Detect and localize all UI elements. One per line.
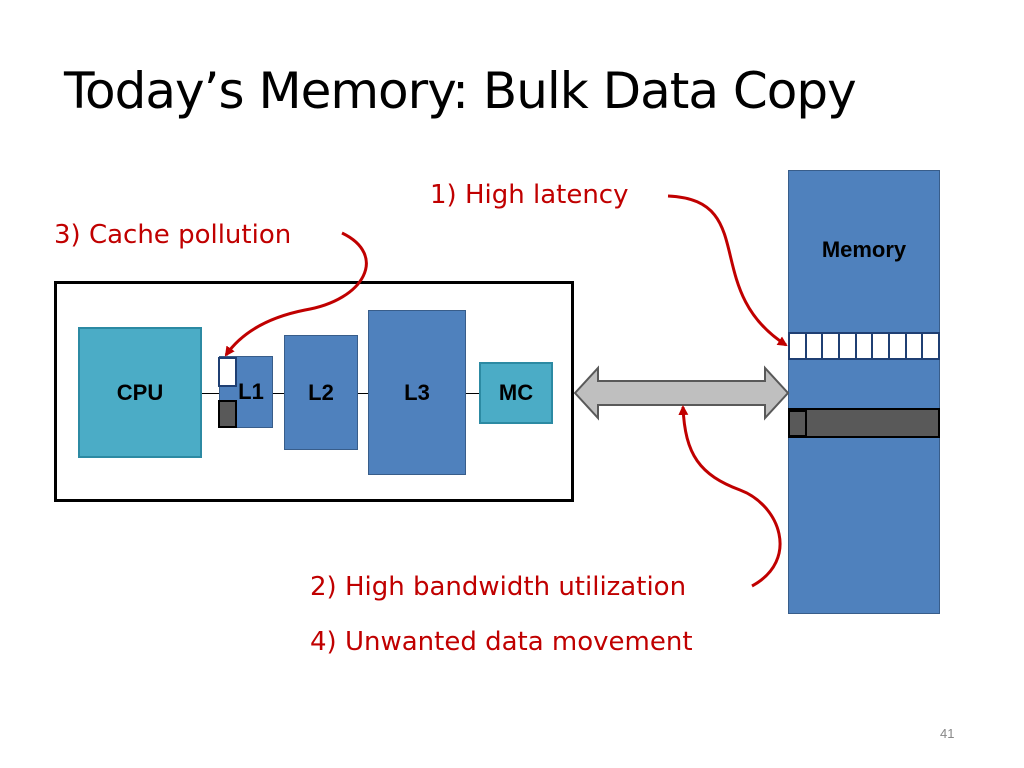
high-bandwidth-arrow [678, 405, 782, 588]
page-number: 41 [940, 726, 955, 741]
l2-cache-block: L2 [284, 335, 358, 450]
cache-pollution-arrow [224, 231, 368, 357]
memory-destination-row [788, 408, 940, 438]
memory-cell [790, 334, 807, 358]
slide-title: Today’s Memory: Bulk Data Copy [64, 62, 857, 120]
annotation-high-bandwidth: 2) High bandwidth utilization [310, 572, 687, 602]
memory-label: Memory [821, 237, 907, 262]
cpu-block: CPU [78, 327, 202, 458]
memory-source-row [788, 332, 940, 360]
cpu-label: CPU [116, 379, 164, 405]
memory-destination-cell [788, 410, 807, 437]
mc-label: MC [498, 380, 534, 405]
memory-cell [823, 334, 841, 358]
memory-cell [856, 334, 874, 358]
l3-cache-block: L3 [368, 310, 466, 475]
annotation-high-latency: 1) High latency [430, 180, 629, 210]
l1-clean-line [218, 357, 237, 387]
annotation-cache-pollution: 3) Cache pollution [54, 220, 292, 250]
memory-block: Memory [788, 170, 940, 614]
memory-cell [923, 334, 939, 358]
high-latency-arrow [667, 194, 788, 347]
l2-label: L2 [308, 379, 334, 405]
memory-controller-block: MC [479, 362, 553, 424]
l1-label: L1 [238, 379, 264, 404]
memory-cell [906, 334, 924, 358]
l1-polluted-line [218, 400, 237, 428]
memory-cell [873, 334, 891, 358]
memory-bus-arrow [573, 365, 790, 421]
annotation-unwanted-movement: 4) Unwanted data movement [310, 627, 693, 657]
memory-cell [806, 334, 824, 358]
l3-label: L3 [404, 379, 430, 405]
memory-cell [840, 334, 857, 358]
memory-cell [890, 334, 907, 358]
